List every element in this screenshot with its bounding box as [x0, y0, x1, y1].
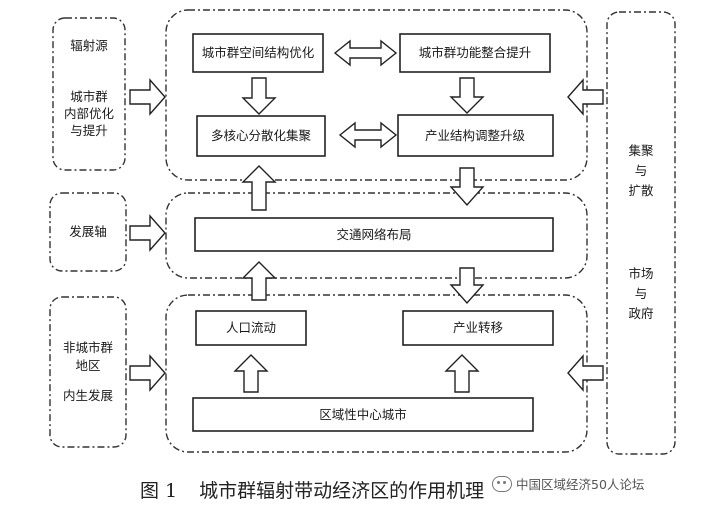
box-spatial-structure: [192, 33, 324, 73]
left-arrow-icon: [567, 354, 604, 392]
up-arrow-icon: [444, 354, 480, 393]
box-spatial-structure-label: 城市群空间结构优化: [202, 45, 315, 60]
left-bottom-line3: 内生发展: [63, 388, 113, 403]
watermark-text: 中国区域经济50人论坛: [516, 477, 645, 492]
box-multicenter-label: 多核心分散化集聚: [211, 128, 312, 143]
left-panel-non-urban-region: [49, 296, 127, 448]
right-line3: 扩散: [628, 183, 654, 198]
up-arrow-icon: [241, 261, 277, 301]
wechat-icon: [492, 475, 512, 492]
right-arrow-icon: [129, 354, 166, 392]
box-regional-center-label: 区域性中心城市: [319, 407, 407, 422]
center-panel-middle: [165, 192, 588, 279]
right-line4: 市场: [628, 266, 653, 281]
center-panel-top: [165, 9, 588, 181]
box-multicenter: [196, 115, 326, 157]
down-arrow-icon: [449, 167, 485, 207]
left-top-line2: 城市群: [70, 89, 108, 104]
down-arrow-icon: [241, 77, 277, 115]
box-regional-center: [192, 397, 534, 432]
left-bottom-line1: 非城市群: [63, 340, 114, 355]
box-transport-network: [194, 217, 554, 252]
left-panel-radiation-source: [52, 17, 126, 171]
right-line5: 与: [635, 286, 648, 301]
right-arrow-icon: [129, 78, 166, 116]
right-line6: 政府: [628, 306, 653, 321]
down-arrow-icon: [449, 267, 485, 305]
left-panel-development-axis: [49, 192, 127, 272]
double-arrow-icon: [333, 39, 398, 67]
left-bottom-line2: 地区: [75, 358, 100, 373]
box-industry-upgrade-label: 产业结构调整升级: [425, 128, 526, 143]
left-top-line4: 与提升: [70, 123, 108, 138]
up-arrow-icon: [233, 354, 269, 393]
figure-caption: 图 1 城市群辐射带动经济区的作用机理: [140, 476, 484, 503]
box-population-flow: [195, 310, 307, 346]
down-arrow-icon: [449, 77, 485, 114]
right-line2: 与: [635, 163, 648, 178]
left-arrow-icon: [567, 78, 604, 116]
box-industry-upgrade: [397, 114, 554, 157]
box-industry-transfer: [402, 310, 554, 346]
figure-title: 城市群辐射带动经济区的作用机理: [199, 480, 485, 502]
left-top-line3: 内部优化: [64, 106, 115, 121]
right-arrow-icon: [129, 214, 166, 252]
double-arrow-icon: [338, 121, 398, 149]
left-middle-line1: 发展轴: [69, 224, 107, 239]
up-arrow-icon: [241, 165, 277, 211]
box-transport-network-label: 交通网络布局: [336, 227, 411, 242]
watermark: 中国区域经济50人论坛: [492, 474, 645, 493]
left-top-line1: 辐射源: [70, 38, 108, 53]
box-industry-transfer-label: 产业转移: [453, 320, 503, 335]
figure-number: 图 1: [140, 480, 178, 502]
box-function-integration: [399, 33, 551, 73]
right-panel-agglomeration: [606, 11, 676, 455]
box-function-integration-label: 城市群功能整合提升: [419, 45, 532, 60]
right-line1: 集聚: [628, 143, 654, 158]
box-population-flow-label: 人口流动: [226, 320, 276, 335]
